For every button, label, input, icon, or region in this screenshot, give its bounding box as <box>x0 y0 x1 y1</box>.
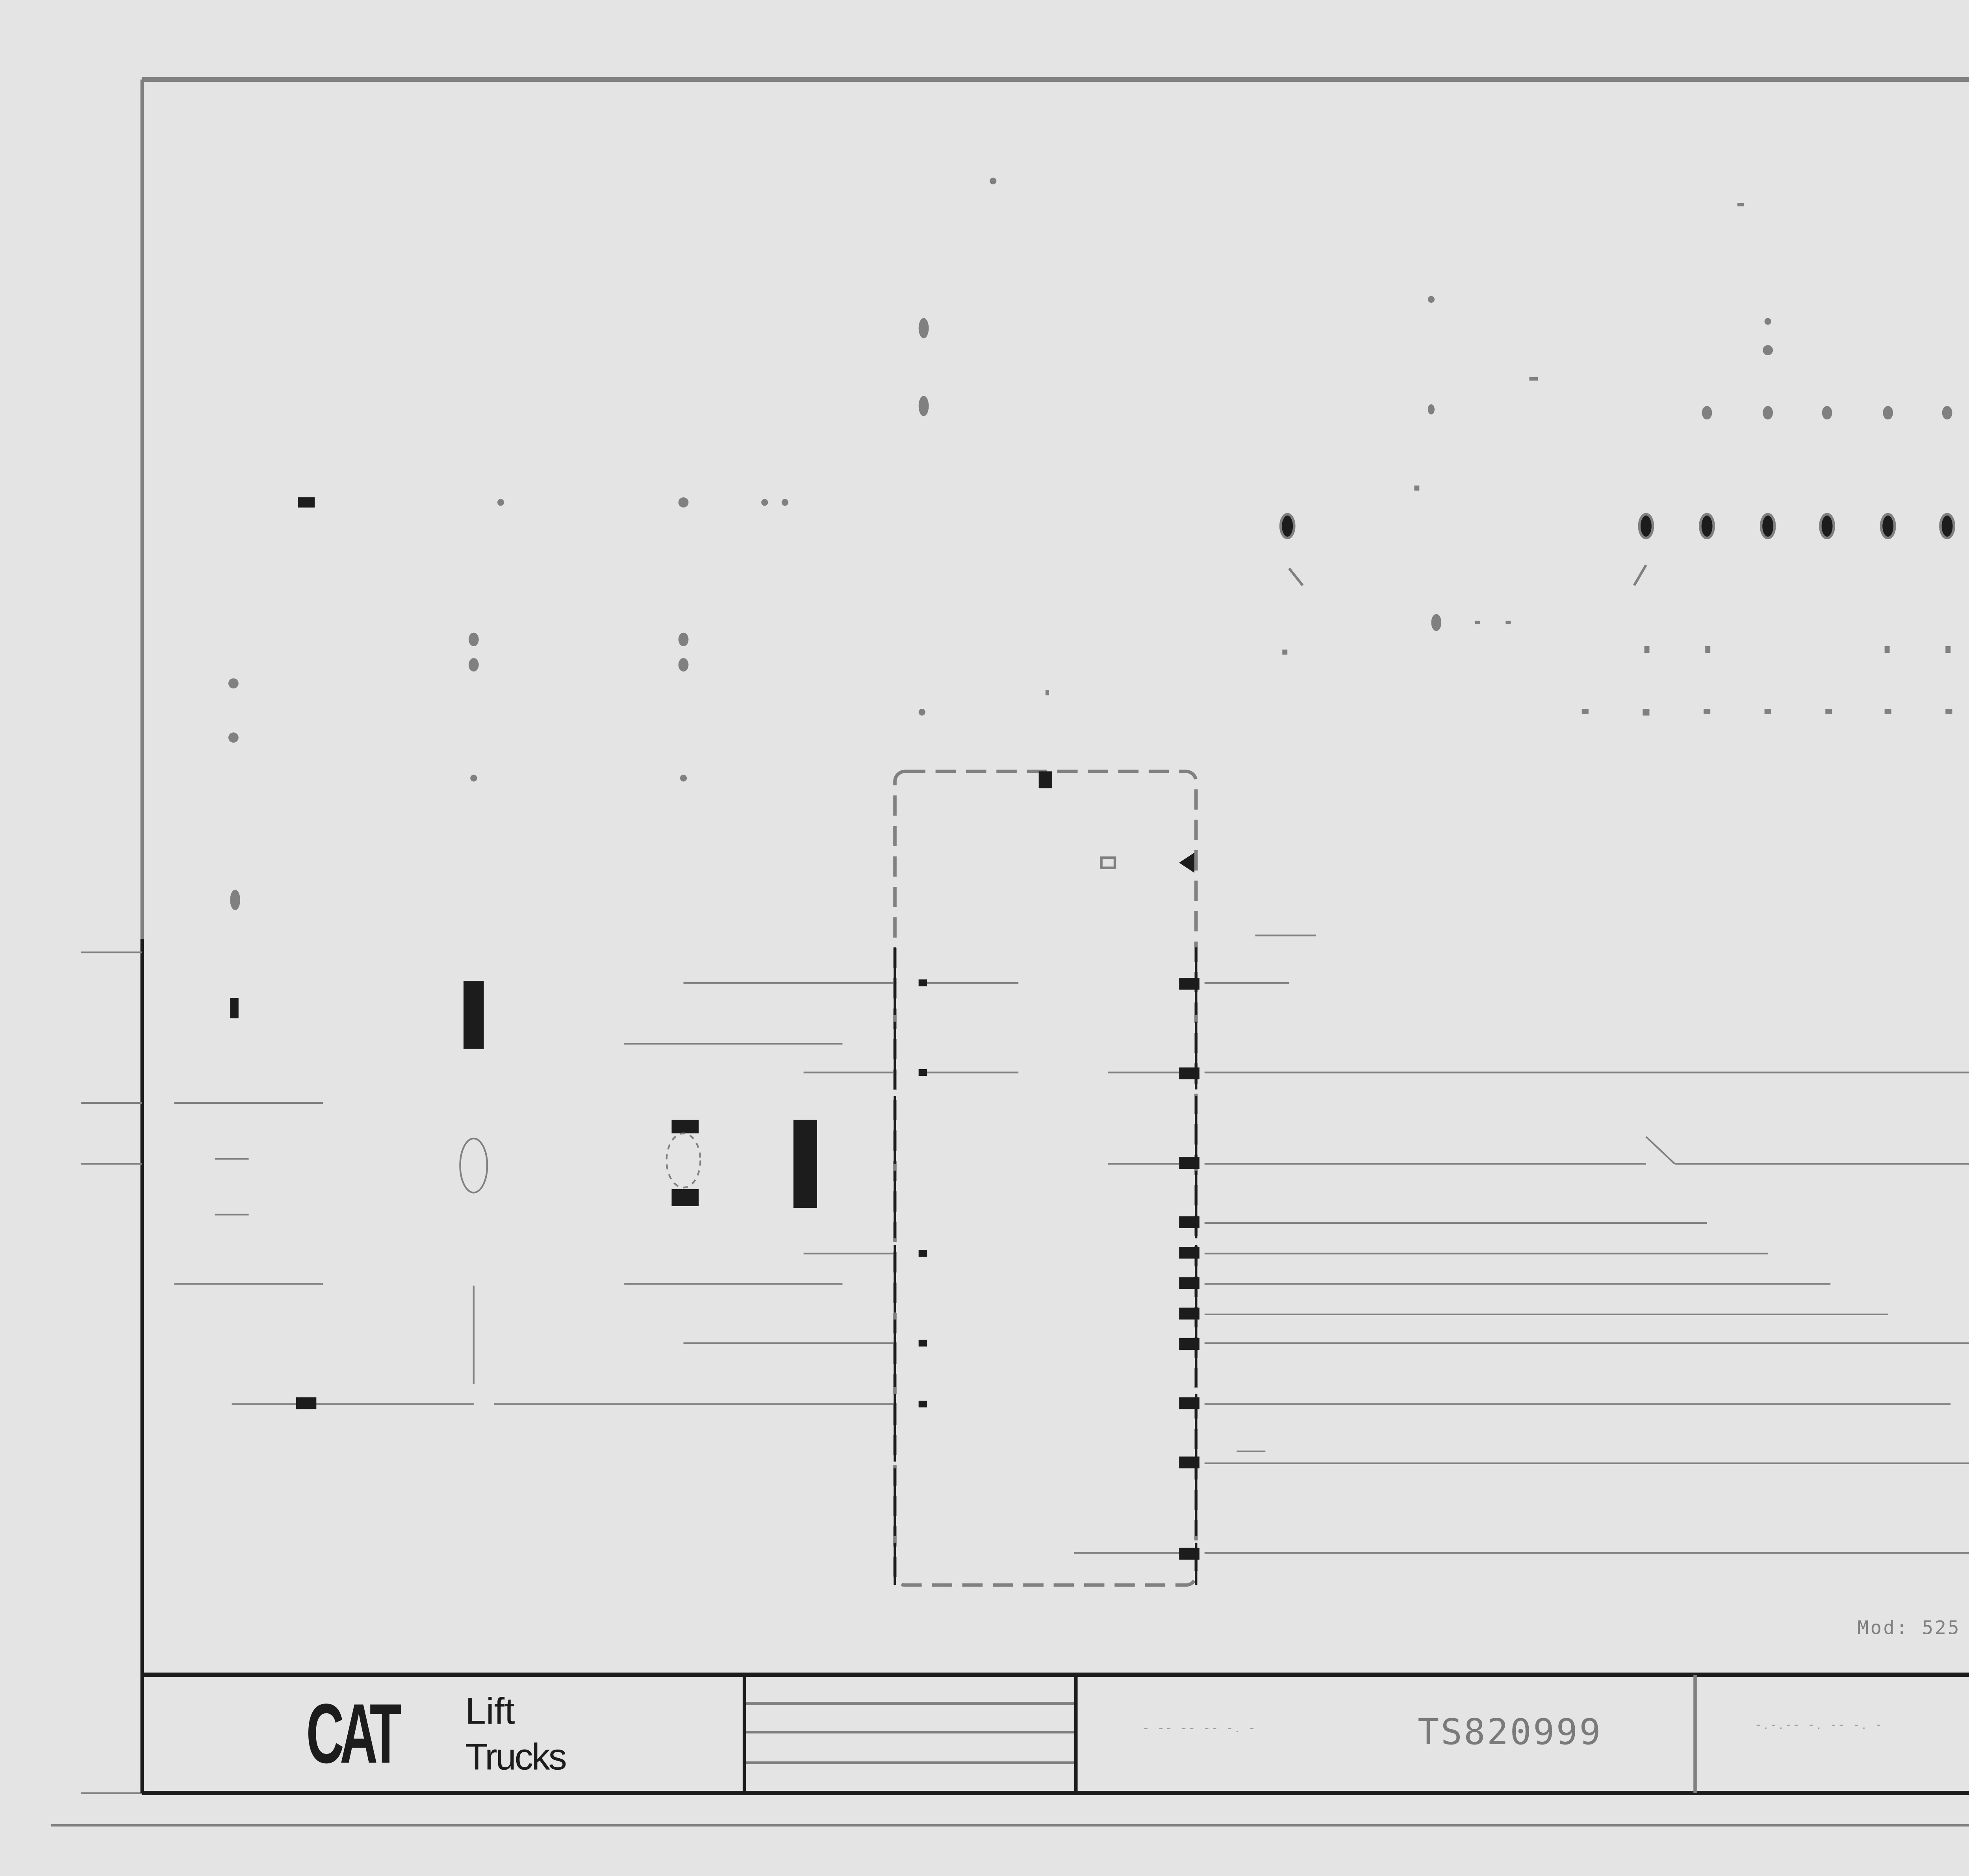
module-output-wires <box>1108 982 1969 1554</box>
logo-subtitle-trucks: Trucks <box>465 1735 567 1778</box>
left-components <box>230 497 817 1409</box>
module-output-pins <box>1179 977 1200 1560</box>
drawing-number-label: - -- -- -- -. - <box>1144 1720 1258 1736</box>
drawing-description: -.-.-- -. -- -. - <box>1756 1717 1884 1732</box>
top-terminal-dots <box>1428 296 1952 631</box>
model-note: Mod: 525 <box>1857 1617 1961 1639</box>
drawing-frame <box>50 77 1969 1827</box>
drawing-number: TS820999 <box>1417 1712 1602 1753</box>
revision-table <box>746 1676 1074 1791</box>
title-block <box>142 1672 1969 1795</box>
central-module <box>893 769 1198 1587</box>
logo-subtitle-lift: Lift <box>465 1690 515 1732</box>
top-terminal-row <box>1279 513 1955 539</box>
cat-logo: CAT <box>306 1686 402 1781</box>
